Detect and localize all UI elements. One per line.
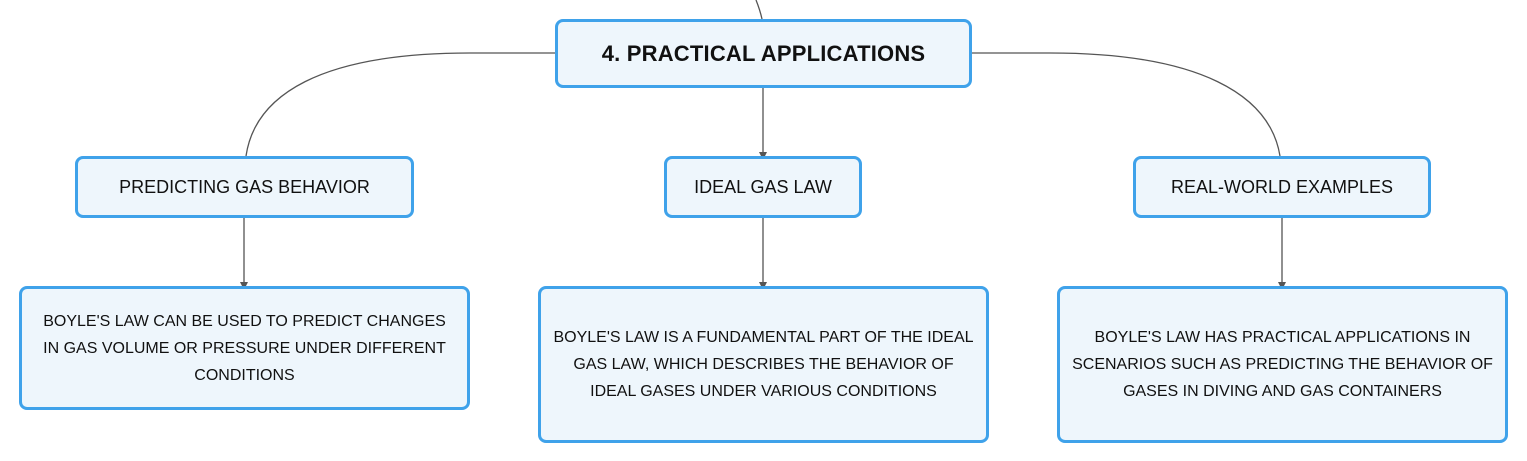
- root-node-label: 4. PRACTICAL APPLICATIONS: [601, 40, 926, 66]
- branch-node-label: REAL-WORLD EXAMPLES: [1170, 176, 1394, 197]
- parent-connector: [755, 0, 763, 20]
- root-node[interactable]: 4. PRACTICAL APPLICATIONS: [555, 19, 972, 88]
- branch-node-label: IDEAL GAS LAW: [694, 176, 832, 197]
- connector-root-to-branch-1: [245, 52, 556, 157]
- branch-node-predicting-gas-behavior[interactable]: PREDICTING GAS BEHAVIOR: [75, 156, 414, 218]
- detail-node-text: BOYLE'S LAW IS A FUNDAMENTAL PART OF THE…: [553, 329, 974, 400]
- detail-node-real-world-examples[interactable]: BOYLE'S LAW HAS PRACTICAL APPLICATIONS I…: [1057, 286, 1508, 443]
- detail-node-ideal-gas-law[interactable]: BOYLE'S LAW IS A FUNDAMENTAL PART OF THE…: [538, 286, 989, 443]
- detail-node-text: BOYLE'S LAW CAN BE USED TO PREDICT CHANG…: [43, 312, 446, 384]
- connector-root-to-branch-3: [971, 52, 1281, 157]
- detail-node-text: BOYLE'S LAW HAS PRACTICAL APPLICATIONS I…: [1072, 329, 1493, 400]
- branch-node-label: PREDICTING GAS BEHAVIOR: [119, 176, 370, 197]
- branch-node-ideal-gas-law[interactable]: IDEAL GAS LAW: [664, 156, 862, 218]
- detail-node-predicting-gas-behavior[interactable]: BOYLE'S LAW CAN BE USED TO PREDICT CHANG…: [19, 286, 470, 410]
- branch-node-real-world-examples[interactable]: REAL-WORLD EXAMPLES: [1133, 156, 1431, 218]
